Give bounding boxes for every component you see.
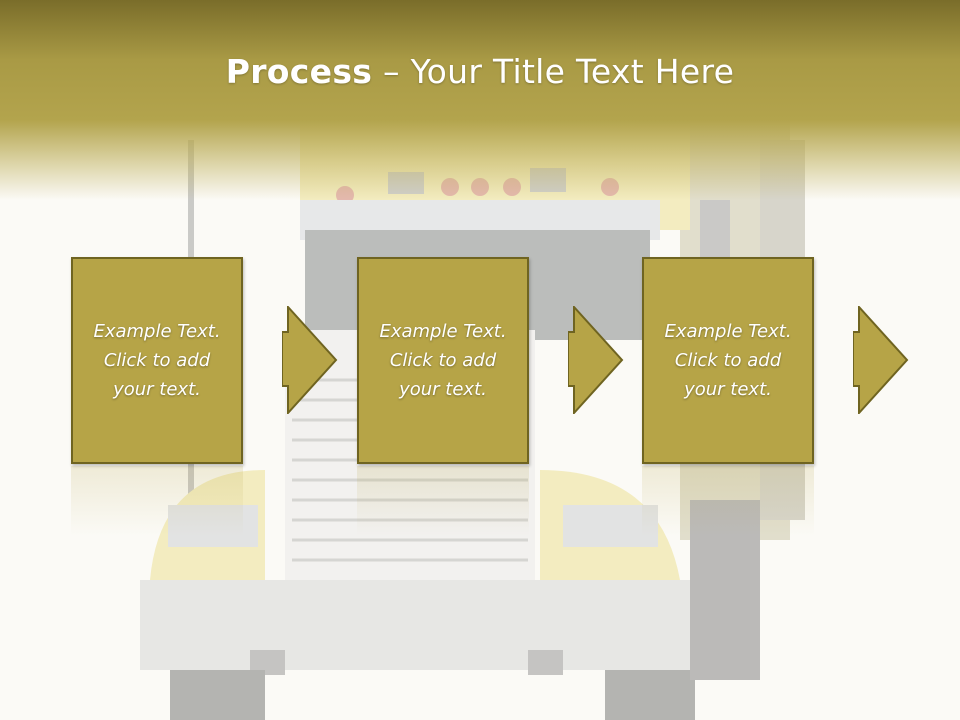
arrow-right-icon — [853, 306, 909, 414]
process-step-1[interactable]: Example Text. Click to add your text. — [71, 257, 243, 464]
reflection-2 — [357, 466, 529, 536]
title-bold: Process — [225, 52, 373, 91]
reflection-1 — [71, 466, 243, 536]
slide-title[interactable]: Process – Your Title Text Here — [0, 52, 960, 91]
header-band — [0, 0, 960, 200]
reflection-3 — [642, 466, 814, 536]
arrow-right-icon — [282, 306, 338, 414]
step-1-text: Example Text. Click to add your text. — [93, 321, 221, 400]
process-step-2[interactable]: Example Text. Click to add your text. — [357, 257, 529, 464]
step-3-text: Example Text. Click to add your text. — [664, 321, 792, 400]
title-rest: – Your Title Text Here — [372, 52, 735, 91]
step-2-text: Example Text. Click to add your text. — [379, 321, 507, 400]
process-step-3[interactable]: Example Text. Click to add your text. — [642, 257, 814, 464]
arrow-right-icon — [568, 306, 624, 414]
